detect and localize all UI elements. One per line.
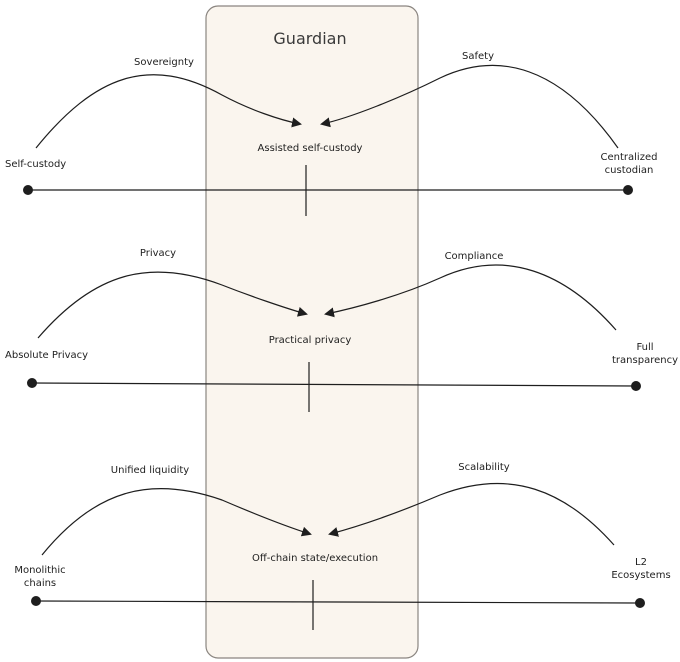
right-endpoint-dot	[635, 598, 645, 608]
right-force-arrow	[320, 64, 619, 149]
right-force-arrow	[328, 482, 615, 546]
right-force-label: Scalability	[458, 462, 510, 473]
spectrum-line	[31, 382, 637, 387]
left-endpoint-dot	[27, 378, 37, 388]
left-force-arrow	[35, 74, 302, 149]
left-force-arrow	[37, 271, 308, 339]
spectrum-row-1	[23, 64, 633, 216]
left-end-label: Self-custody	[5, 159, 67, 170]
left-force-label: Unified liquidity	[110, 465, 190, 476]
right-force-label: Safety	[462, 51, 494, 62]
diagram-title: Guardian	[273, 29, 347, 48]
guardian-band	[205, 5, 419, 659]
left-endpoint-dot	[23, 185, 33, 195]
right-endpoint-dot	[631, 381, 641, 391]
right-end-label: L2 Ecosystems	[611, 557, 671, 581]
left-force-label: Privacy	[139, 248, 177, 259]
middle-label: Practical privacy	[268, 335, 352, 346]
left-end-label: Absolute Privacy	[5, 350, 89, 361]
left-force-label: Sovereignty	[134, 57, 194, 68]
right-endpoint-dot	[623, 185, 633, 195]
spectrum-row-3	[31, 482, 645, 630]
right-force-label: Compliance	[444, 251, 504, 262]
spectrum-line	[35, 600, 641, 604]
right-end-label: Centralized custodian	[600, 152, 658, 176]
right-force-arrow	[324, 264, 617, 331]
left-end-label: Monolithic chains	[14, 565, 66, 589]
spectrum-row-2	[27, 264, 641, 412]
left-force-arrow	[41, 488, 312, 556]
right-end-label: Full transparency	[612, 342, 678, 366]
middle-label: Assisted self-custody	[257, 143, 363, 154]
middle-label: Off-chain state/execution	[251, 553, 379, 564]
left-endpoint-dot	[31, 596, 41, 606]
